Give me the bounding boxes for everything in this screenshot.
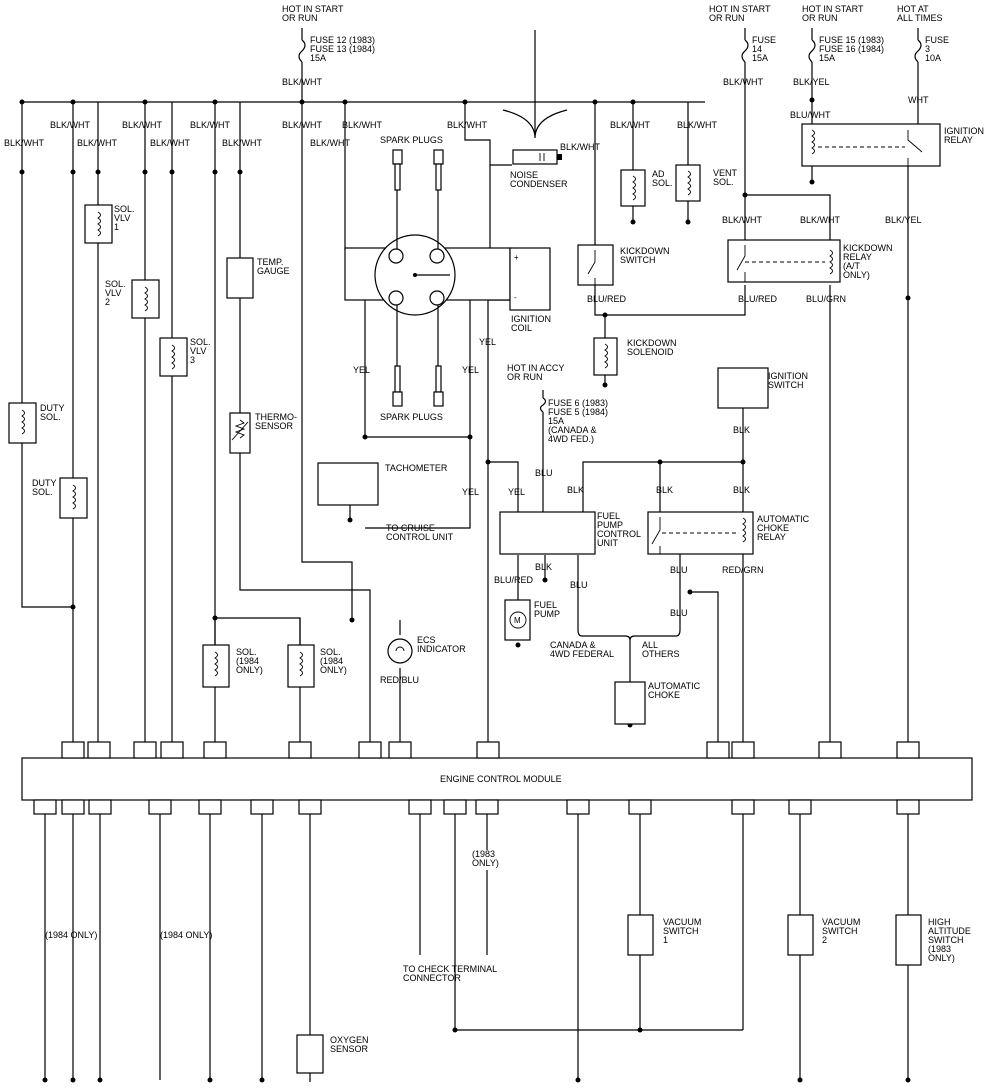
wire-label-e: BLK/WHT <box>342 120 383 130</box>
wiring <box>21 28 922 1080</box>
blk-wht-label-r1: BLK/WHT <box>722 215 763 225</box>
spark-plugs-top-label: SPARK PLUGS <box>380 135 443 145</box>
wire-label-c: BLK/WHT <box>190 120 231 130</box>
fuse-6-5-label: FUSE 6 (1983)FUSE 5 (1984)15A(CANADA &4W… <box>548 398 608 444</box>
blu-red-label-c: BLU/RED <box>738 294 778 304</box>
thermo-sensor-label: THERMO-SENSOR <box>255 412 297 431</box>
blu-label-c: BLU <box>670 565 688 575</box>
wire-label-b: BLK/WHT <box>122 120 163 130</box>
wire-label-h: BLK/WHT <box>677 120 718 130</box>
ecm-label: ENGINE CONTROL MODULE <box>440 774 562 784</box>
svg-text:-: - <box>514 293 517 302</box>
fuse14-wire-label: BLK/WHT <box>723 77 764 87</box>
wire-label-a: BLK/WHT <box>50 120 91 130</box>
only-1984-label-b: (1984 ONLY) <box>160 930 212 940</box>
blk-label-d: BLK <box>733 425 750 435</box>
blk-label-a: BLK <box>567 485 584 495</box>
junction-dots <box>19 97 911 1083</box>
fuse-12-13-label: FUSE 12 (1983)FUSE 13 (1984)15A <box>310 35 375 63</box>
wire-label-n: BLK/WHT <box>560 142 601 152</box>
wire-label-j: BLK/WHT <box>77 138 118 148</box>
relay-feed-wire-label: BLU/WHT <box>790 110 831 120</box>
red-blu-wire-label: RED/BLU <box>380 675 419 685</box>
fuse-15-16-label: FUSE 15 (1983)FUSE 16 (1984)15A <box>819 35 884 63</box>
wire-label-k: BLK/WHT <box>150 138 191 148</box>
svg-text:+: + <box>514 253 519 262</box>
blu-red-label-b: BLU/RED <box>587 294 627 304</box>
spark-plugs-bottom-label: SPARK PLUGS <box>380 412 443 422</box>
yel-label-d: YEL <box>462 487 479 497</box>
fuse3-wire-label: WHT <box>908 95 929 105</box>
red-grn-label: RED/GRN <box>722 565 764 575</box>
blk-wht-label-r2: BLK/WHT <box>800 215 841 225</box>
wire-label-f: BLK/WHT <box>447 120 488 130</box>
tachometer-label: TACHOMETER <box>385 463 448 473</box>
yel-label-a: YEL <box>353 365 370 375</box>
wire-label-m: BLK/WHT <box>310 138 351 148</box>
svg-text:M: M <box>514 616 521 625</box>
yel-label-e: YEL <box>508 487 525 497</box>
engine-control-module: ENGINE CONTROL MODULE <box>21 741 973 815</box>
wire-label-l: BLK/WHT <box>222 138 263 148</box>
blu-label-a: BLU <box>535 468 553 478</box>
bus-wire-label: BLK/WHT <box>282 77 323 87</box>
wire-label-i: BLK/WHT <box>4 138 45 148</box>
blu-label-b: BLU <box>570 580 588 590</box>
blk-yel-label-r: BLK/YEL <box>885 215 922 225</box>
wire-label-g: BLK/WHT <box>610 120 651 130</box>
components: + - M <box>8 30 941 1082</box>
blk-label-b: BLK <box>656 485 673 495</box>
blu-label-d: BLU <box>670 608 688 618</box>
blk-label-e: BLK <box>535 562 552 572</box>
fuse15-wire-label: BLK/YEL <box>793 77 830 87</box>
yel-label-c: YEL <box>479 337 496 347</box>
only-1984-label-a: (1984 ONLY) <box>45 930 97 940</box>
blk-label-c: BLK <box>733 485 750 495</box>
canada-4wd-label: CANADA &4WD FEDERAL <box>550 640 614 659</box>
yel-label-b: YEL <box>462 365 479 375</box>
temp-gauge-label: TEMP.GAUGE <box>257 257 290 276</box>
wire-label-d: BLK/WHT <box>282 120 323 130</box>
blu-red-label-a: BLU/RED <box>494 575 534 585</box>
blu-grn-label: BLU/GRN <box>806 294 846 304</box>
